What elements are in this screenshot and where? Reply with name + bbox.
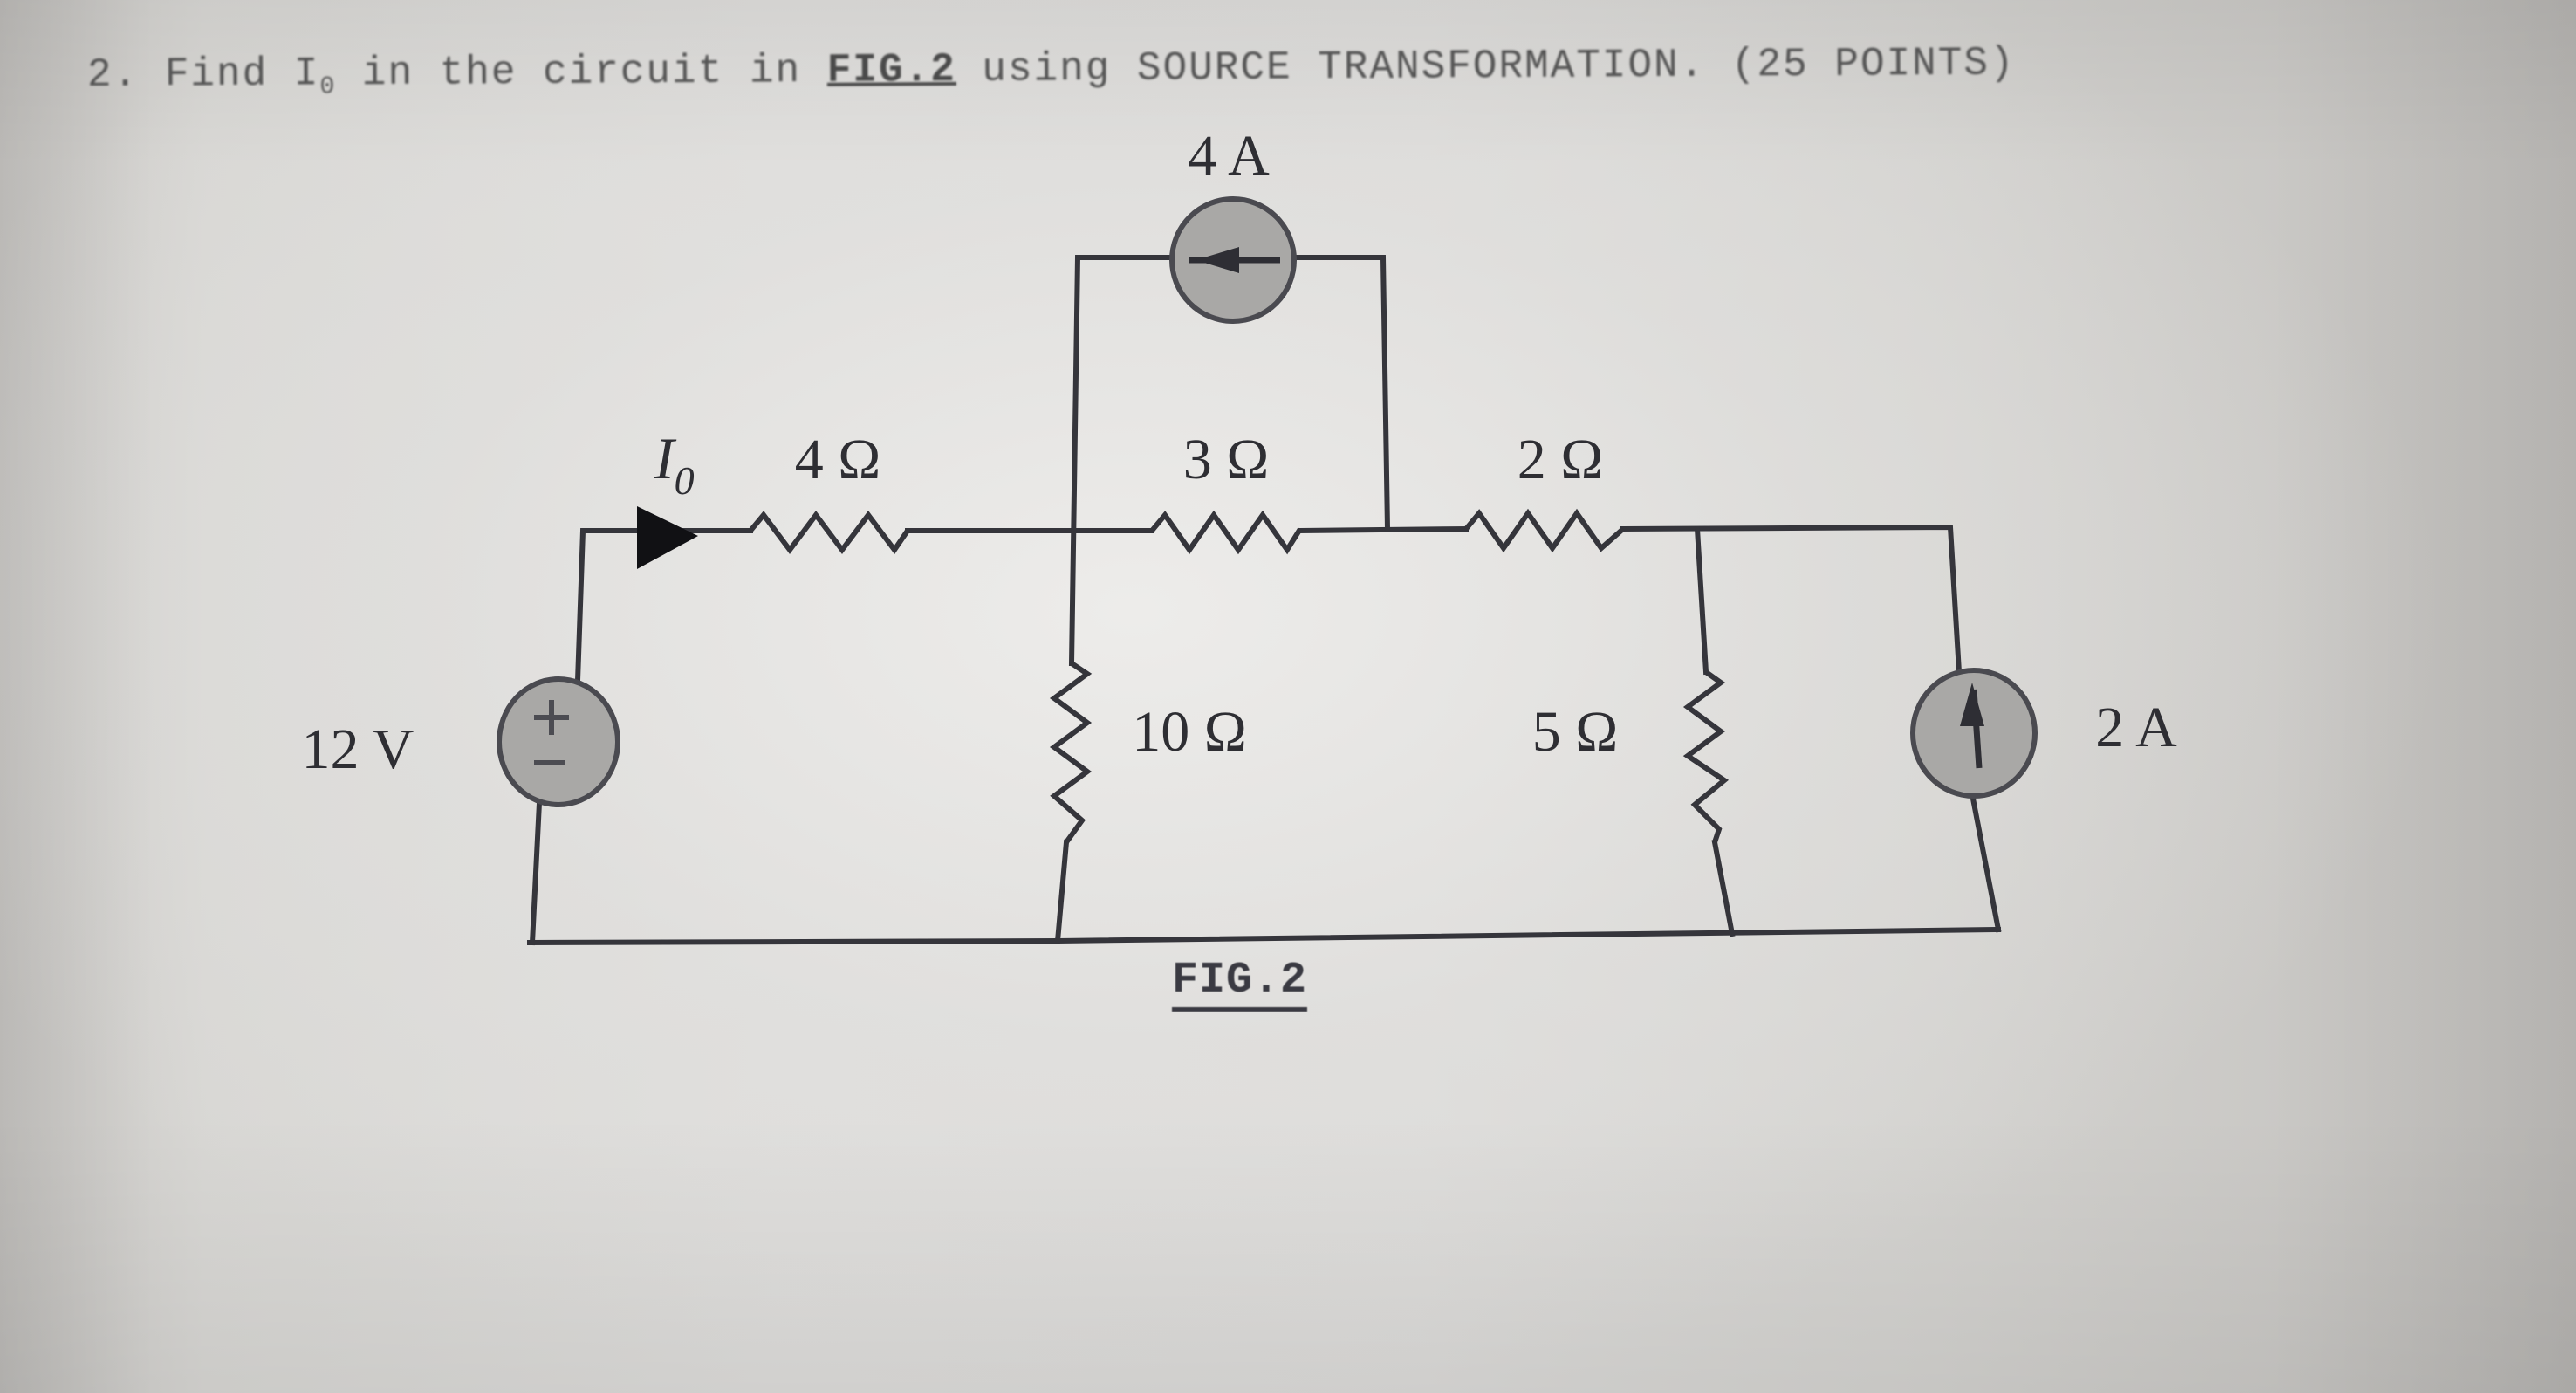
resistor-5ohm xyxy=(1682,669,1730,843)
arrow-up-icon xyxy=(1960,683,1984,726)
resistor-3ohm xyxy=(1149,510,1303,555)
label-4a: 4 A xyxy=(1188,124,1270,188)
wires xyxy=(526,255,2002,946)
label-12v: 12 V xyxy=(302,717,414,781)
label-io: I0 xyxy=(654,425,695,503)
current-source-2a xyxy=(1910,668,2038,799)
wire-5ohm-lower xyxy=(1711,839,1736,937)
plus-minus-icon xyxy=(534,700,569,765)
label-2ohm: 2 Ω xyxy=(1518,428,1604,491)
wire-4a-left xyxy=(1068,255,1176,667)
label-3ohm: 3 Ω xyxy=(1183,428,1270,491)
current-source-4a xyxy=(1169,196,1297,324)
component-labels: 4 A I0 4 Ω 3 Ω 2 Ω 12 V 10 Ω 5 Ω 2 A xyxy=(302,124,2178,781)
wire-left-lower xyxy=(529,799,543,946)
voltage-source-12v xyxy=(497,676,620,807)
wire-right-lower xyxy=(1969,791,2002,933)
label-2a: 2 A xyxy=(2095,696,2177,759)
wire-top-b xyxy=(1297,525,1470,534)
label-10ohm: 10 Ω xyxy=(1132,700,1247,764)
label-4ohm: 4 Ω xyxy=(795,428,881,491)
wire-4a-right xyxy=(1291,255,1391,532)
resistor-4ohm xyxy=(748,511,910,555)
resistor-10ohm xyxy=(1049,661,1093,844)
arrow-left-icon xyxy=(1196,247,1239,273)
wire-left-upper xyxy=(574,528,753,684)
wire-5ohm-upper xyxy=(1694,525,1709,676)
wire-10ohm-lower xyxy=(1054,839,1070,944)
label-5ohm: 5 Ω xyxy=(1532,700,1619,764)
wire-bottom xyxy=(526,926,2002,946)
resistor-2ohm xyxy=(1463,508,1625,553)
current-arrow-icon xyxy=(637,506,698,569)
wire-top-c xyxy=(1620,524,1963,676)
resistors xyxy=(748,508,1730,844)
figure-caption: FIG.2 xyxy=(1172,956,1308,1012)
